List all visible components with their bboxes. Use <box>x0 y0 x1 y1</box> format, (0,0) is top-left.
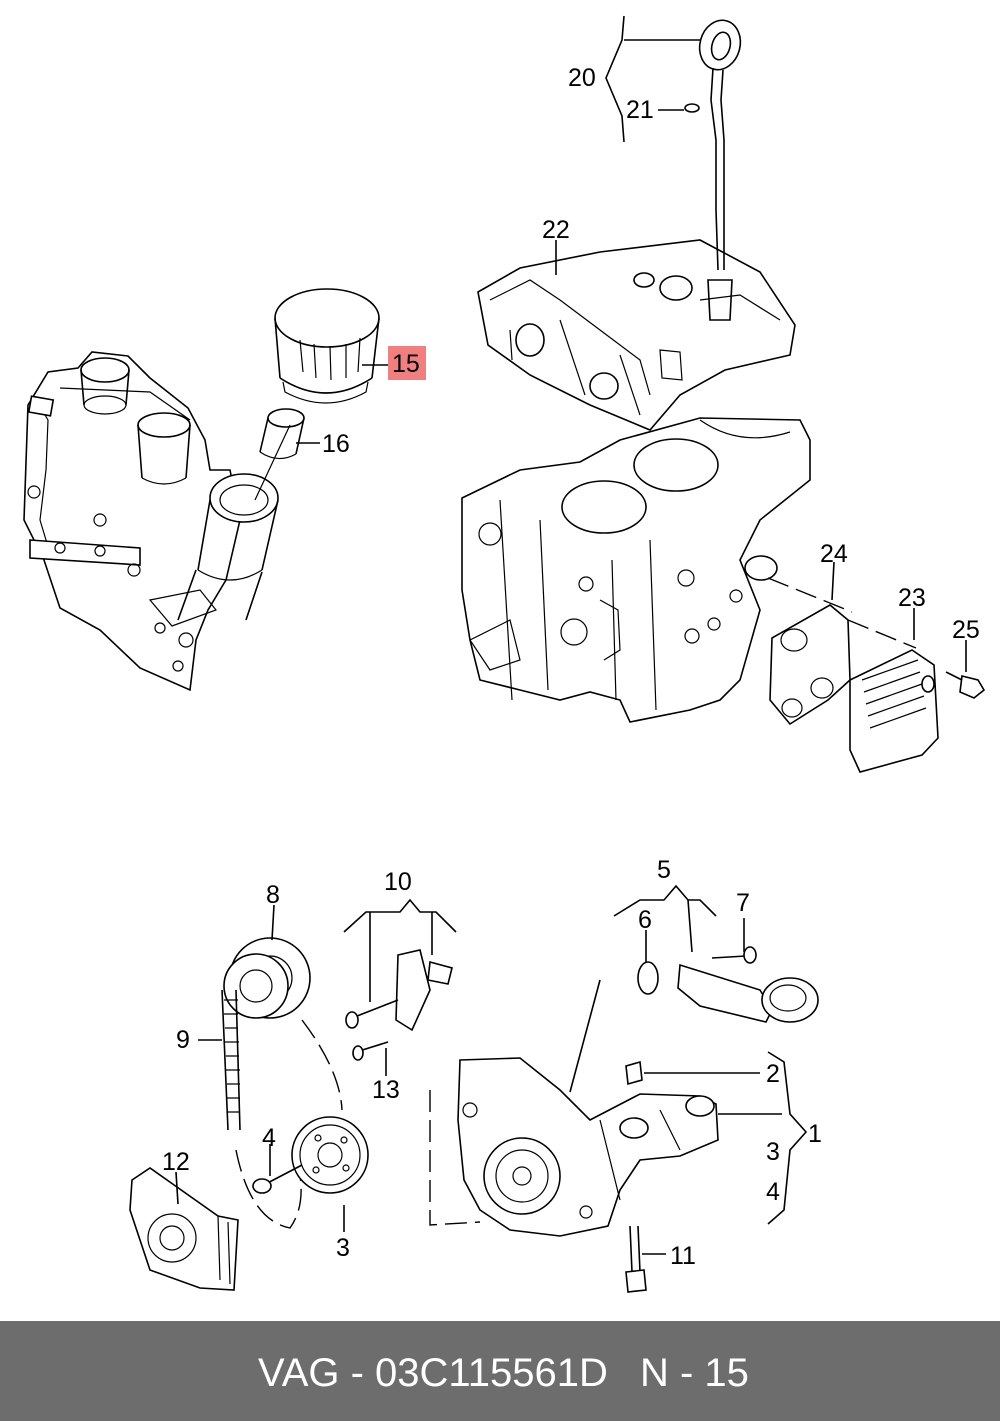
callout-25: 25 <box>952 616 980 644</box>
screw-part <box>252 1164 303 1194</box>
callout-11: 11 <box>670 1242 696 1270</box>
callout-13: 13 <box>372 1076 400 1104</box>
oil-cooler-part <box>849 649 939 773</box>
oil-pump-part <box>457 1057 719 1237</box>
long-bolt-part <box>625 1225 647 1293</box>
callout-3-right: 3 <box>766 1138 780 1166</box>
sprocket-lower-part <box>291 1116 369 1194</box>
sleeve-part <box>625 1060 643 1086</box>
callout-8: 8 <box>266 881 280 909</box>
part-number-footer: VAG - 03C115561D N - 15 <box>0 1321 1000 1421</box>
callout-24: 24 <box>820 540 848 568</box>
callout-22: 22 <box>542 216 570 244</box>
sprocket-upper-part <box>223 937 311 1019</box>
callout-16: 16 <box>322 430 350 458</box>
dipstick-part <box>684 19 742 321</box>
filter-pipe-part <box>254 408 305 501</box>
cylinder-block-part <box>461 417 811 723</box>
sensor-part <box>345 949 453 1061</box>
oil-pickup-pipe-part <box>637 961 819 1023</box>
callout-2: 2 <box>766 1060 780 1088</box>
callout-3-left: 3 <box>336 1234 350 1262</box>
parts-exploded-diagram: 20 21 22 15 16 24 23 25 10 5 8 7 6 9 2 1… <box>23 15 986 1293</box>
oil-filter-part <box>274 288 380 404</box>
oil-filter-housing <box>23 351 279 692</box>
callout-1: 1 <box>808 1120 822 1148</box>
callout-6: 6 <box>638 906 652 934</box>
cylinder-head-cover-part <box>477 239 796 431</box>
callout-23: 23 <box>898 584 926 612</box>
bolt-7-part <box>711 946 757 964</box>
chain-tensioner-cover-part <box>129 1167 239 1291</box>
callout-15: 15 <box>392 350 420 378</box>
bolt-part <box>945 671 986 699</box>
callout-labels: 20 21 22 15 16 24 23 25 10 5 8 7 6 9 2 1… <box>162 64 980 1270</box>
callout-20: 20 <box>568 64 596 92</box>
callout-7: 7 <box>736 889 750 917</box>
callout-4-left: 4 <box>262 1124 276 1152</box>
footer-part-number: VAG - 03C115561D <box>258 1351 608 1395</box>
callout-21: 21 <box>626 96 654 124</box>
callout-12: 12 <box>162 1148 190 1176</box>
callout-5: 5 <box>657 856 671 884</box>
callout-9: 9 <box>176 1026 190 1054</box>
gasket-part <box>769 604 851 726</box>
callout-4-right: 4 <box>766 1178 780 1206</box>
leader-lines <box>175 15 967 1255</box>
callout-10: 10 <box>384 868 412 896</box>
footer-callout-ref: N - 15 <box>640 1351 749 1395</box>
highlight-box <box>388 346 426 380</box>
